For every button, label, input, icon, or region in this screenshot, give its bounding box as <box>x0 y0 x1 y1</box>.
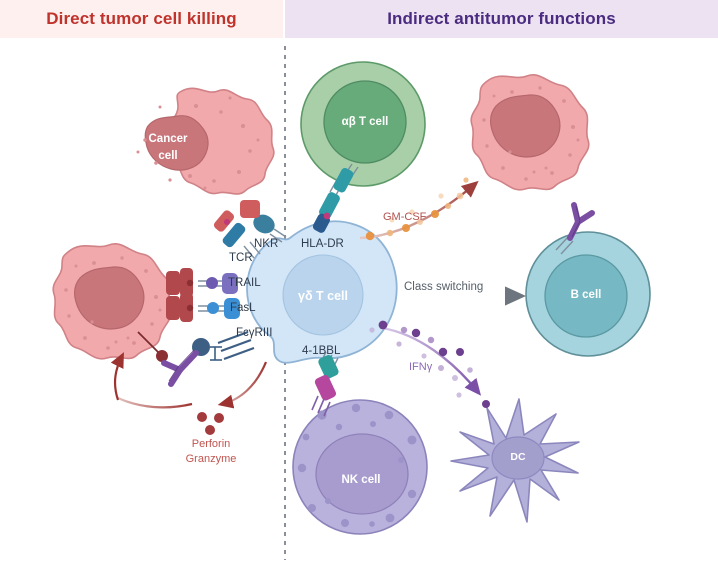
receptor-tcr-icon <box>213 210 261 259</box>
cancer-cell-left <box>52 243 172 362</box>
arrow-perforin-granzyme <box>110 352 268 435</box>
receptor-fcgriii-icon <box>210 330 255 361</box>
gamma-delta-t-cell <box>246 220 398 364</box>
perforin-granules <box>197 412 224 435</box>
death-receptor-fasl-icon <box>166 293 194 322</box>
arrow-gm-csf <box>359 177 479 241</box>
annotation-gm-csf: GM-CSF <box>383 211 427 223</box>
cancer-label-line1: Cancer <box>148 133 188 145</box>
receptor-trail-icon <box>166 268 238 297</box>
alpha-beta-t-cell <box>300 61 426 187</box>
annotation-perforin-granzyme: Perforin Granzyme <box>163 437 259 467</box>
perforin-label: Perforin <box>191 438 231 450</box>
annotation-class-switching: Class switching <box>404 281 484 293</box>
gm-csf-granules <box>365 177 469 241</box>
receptor-label-hla-dr: HLA-DR <box>301 238 344 250</box>
arrow-ifn-gamma <box>369 320 490 408</box>
gamma-delta-t-cell-label: γδ T cell <box>298 289 348 303</box>
panel-header-direct: Direct tumor cell killing <box>0 0 283 38</box>
cancer-cell-top-label: Cancer cell <box>138 131 198 165</box>
receptor-label-nkr: NKR <box>254 238 279 250</box>
receptor-label-4-1bbl: 4-1BBL <box>302 345 341 357</box>
nk-cell-label: NK cell <box>341 474 381 486</box>
receptor-fasl-icon <box>166 293 240 322</box>
receptor-label-fcgriii: FcγRIII <box>236 327 273 339</box>
death-receptor-trail-icon <box>166 268 194 297</box>
granzyme-label: Granzyme <box>185 453 237 465</box>
cancer-cell-right <box>470 74 590 191</box>
cancer-cell-top <box>136 87 275 195</box>
alpha-beta-t-cell-label: αβ T cell <box>341 116 389 128</box>
annotation-ifn-gamma: IFNγ <box>409 361 433 373</box>
receptor-4-1bbl-icon <box>311 351 339 417</box>
b-cell <box>525 231 651 357</box>
receptor-label-fasl: FasL <box>230 302 256 314</box>
tumor-antigen-icon <box>156 350 168 362</box>
receptor-hla-dr-icon <box>312 163 359 233</box>
b-cell-label: B cell <box>570 289 602 301</box>
antibody-icon <box>161 338 210 387</box>
receptor-nkr-icon <box>240 200 287 243</box>
panel-header-indirect: Indirect antitumor functions <box>285 0 718 38</box>
receptor-label-trail: TRAIL <box>228 277 261 289</box>
panel-header-direct-label: Direct tumor cell killing <box>46 9 237 28</box>
ifn-gamma-granules <box>369 320 490 408</box>
receptor-label-tcr: TCR <box>229 252 253 264</box>
nk-cell <box>292 399 428 535</box>
nk-granules <box>297 403 417 527</box>
dc-cell-label: DC <box>510 451 526 463</box>
dendritic-cell <box>450 398 580 523</box>
bcr-antibody-icon <box>555 202 595 255</box>
cancer-label-line2: cell <box>158 150 178 162</box>
panel-header-indirect-label: Indirect antitumor functions <box>387 9 616 28</box>
